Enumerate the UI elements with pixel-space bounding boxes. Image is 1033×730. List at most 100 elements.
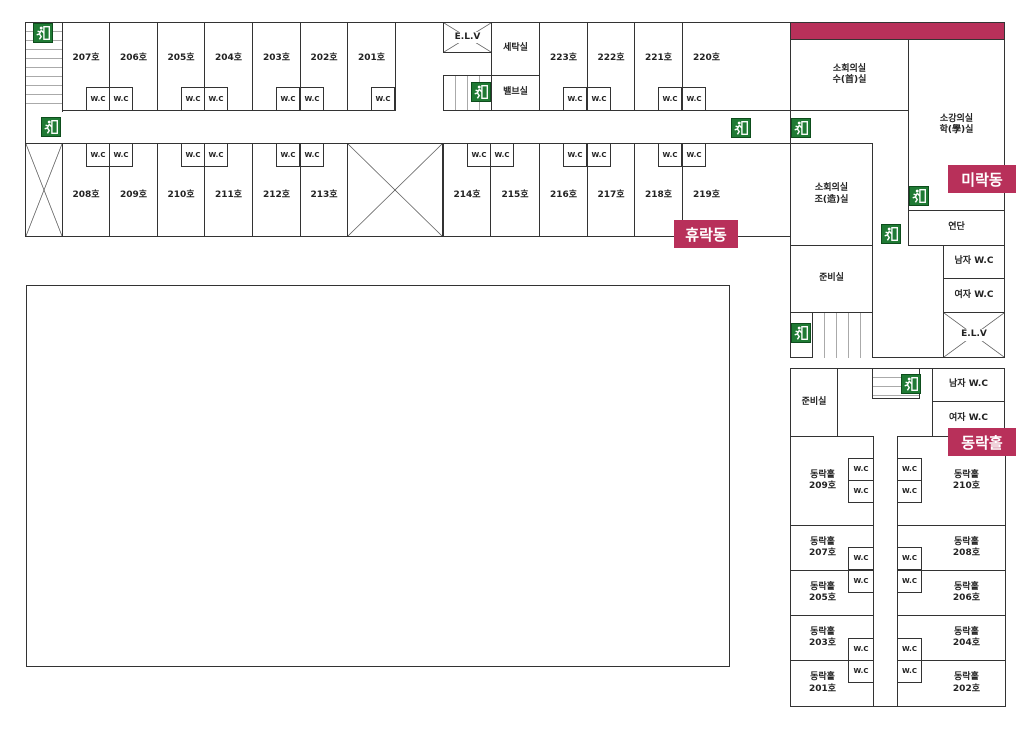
dongrakhol-badge: 동락홀	[948, 428, 1016, 456]
wc: W.C	[682, 87, 706, 111]
room-label: 밸브실	[503, 87, 528, 98]
room-label: 동락홀 202호	[952, 672, 980, 694]
wc-label: W.C	[686, 94, 702, 103]
room-label: 준비실	[801, 396, 827, 407]
emergency-exit-icon	[41, 117, 61, 137]
wc: W.C	[587, 87, 611, 111]
room-label: 준비실	[819, 273, 844, 284]
wc: W.C	[897, 638, 922, 661]
wc-label: W.C	[902, 554, 917, 563]
room-men-wc: 남자 W.C	[943, 245, 1005, 279]
elevator-label: E.L.V	[961, 329, 987, 341]
wc: W.C	[658, 87, 682, 111]
wc: W.C	[204, 143, 228, 167]
wc-label: W.C	[853, 465, 869, 474]
wc-label: W.C	[185, 94, 201, 103]
wc-label: W.C	[902, 487, 917, 496]
room-label: 204호	[214, 53, 243, 63]
room-label: 동락홀 208호	[952, 536, 980, 558]
room-label: 남자 W.C	[949, 379, 988, 390]
wc-label: W.C	[902, 667, 917, 676]
wc: W.C	[204, 87, 228, 111]
wc-label: W.C	[280, 150, 296, 159]
wc: W.C	[848, 458, 874, 481]
room-label: 동락홀 209호	[809, 469, 837, 491]
room-men-wc: 남자 W.C	[932, 368, 1005, 402]
wc-label: W.C	[853, 487, 869, 496]
mirakdong-roof-bar	[790, 22, 1005, 40]
room-label: 동락홀 206호	[952, 581, 980, 603]
wc: W.C	[897, 458, 922, 481]
room-label: 218호	[644, 189, 673, 200]
room-label: 216호	[549, 189, 578, 200]
wc: W.C	[587, 143, 611, 167]
wc: W.C	[490, 143, 514, 167]
room-label: 세탁실	[503, 43, 528, 54]
room-label: 201호	[357, 53, 386, 63]
room-label: 동락홀 204호	[952, 626, 980, 648]
wc-label: W.C	[304, 150, 320, 159]
empty-area	[26, 285, 730, 667]
room-label: 남자 W.C	[954, 256, 994, 267]
emergency-exit-icon	[33, 23, 53, 43]
wc-label: W.C	[304, 94, 320, 103]
room-label: 211호	[214, 189, 243, 200]
east-stairs	[812, 312, 873, 358]
wc-label: W.C	[567, 150, 583, 159]
emergency-exit-icon	[791, 323, 811, 343]
room-prep: 준비실	[790, 368, 838, 437]
wc-label: W.C	[494, 150, 510, 159]
wc: W.C	[300, 87, 324, 111]
room-label: 소강의실 학(學)실	[939, 113, 974, 135]
wc-label: W.C	[662, 150, 678, 159]
wc-label: W.C	[375, 94, 391, 103]
room-label: 217호	[597, 189, 625, 200]
wc: W.C	[86, 143, 110, 167]
room-laundry: 세탁실	[491, 22, 540, 76]
wc: W.C	[467, 143, 491, 167]
wc-label: W.C	[902, 645, 917, 654]
wc: W.C	[300, 143, 324, 167]
room-label: 여자 W.C	[954, 289, 994, 300]
room-meeting-jo: 소회의실 조(造)실	[790, 143, 873, 246]
room-label: 219호	[692, 189, 721, 200]
room-label: 여자 W.C	[949, 413, 988, 424]
room-label: 동락홀 201호	[809, 672, 837, 694]
wc-label: W.C	[853, 577, 869, 586]
wc: W.C	[109, 143, 133, 167]
wc: W.C	[109, 87, 133, 111]
wc: W.C	[848, 660, 874, 683]
wc: W.C	[848, 570, 874, 593]
room-valve: 밸브실	[491, 75, 540, 111]
wc: W.C	[86, 87, 110, 111]
room-label: 202호	[310, 53, 338, 63]
wc: W.C	[682, 143, 706, 167]
wc: W.C	[563, 87, 587, 111]
wc: W.C	[897, 570, 922, 593]
elevator-label: E.L.V	[454, 31, 481, 44]
wc-label: W.C	[853, 645, 869, 654]
room-label: 222호	[597, 53, 625, 63]
room-label: 205호	[167, 53, 195, 63]
wc-label: W.C	[686, 150, 702, 159]
elevator: E.L.V	[443, 22, 492, 53]
room: 217호	[587, 143, 635, 237]
elevator: E.L.V	[943, 312, 1005, 358]
emergency-exit-icon	[881, 224, 901, 244]
room-label: 동락홀 210호	[952, 469, 980, 491]
room-label: 206호	[119, 53, 148, 63]
wc-label: W.C	[280, 94, 296, 103]
room-label: 동락홀 207호	[809, 536, 837, 558]
wc: W.C	[371, 87, 395, 111]
room-label: 209호	[119, 189, 148, 200]
wc: W.C	[897, 660, 922, 683]
huragdong-badge: 휴락동	[674, 220, 738, 248]
atrium-void	[347, 143, 443, 237]
wc: W.C	[276, 87, 300, 111]
wc-label: W.C	[567, 94, 583, 103]
room-label: 동락홀 205호	[809, 581, 837, 603]
emergency-exit-icon	[909, 186, 929, 206]
wc-label: W.C	[185, 150, 201, 159]
room-women-wc: 여자 W.C	[943, 278, 1005, 313]
room-label: 203호	[262, 53, 291, 63]
